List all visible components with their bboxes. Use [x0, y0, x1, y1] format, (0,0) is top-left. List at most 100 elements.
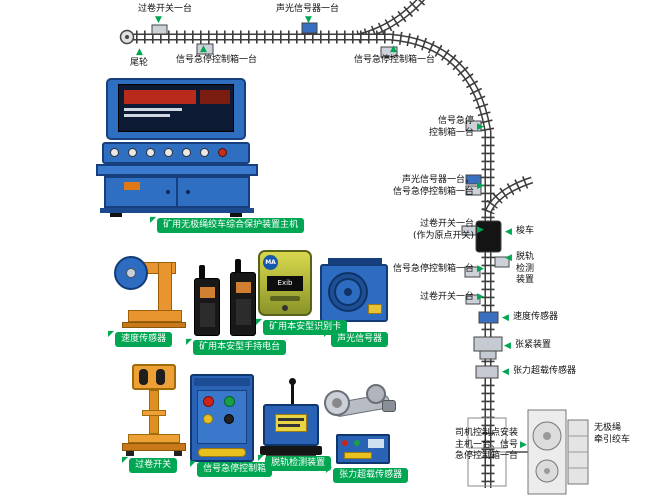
- overwind-bolt: [126, 451, 134, 456]
- badge-label: 矿用无极绳绞车综合保护装置主机: [157, 218, 305, 233]
- radio-body: [230, 259, 256, 336]
- signal-device-label-plate: [368, 304, 382, 314]
- tension-sensor-marker: [475, 365, 499, 379]
- derail-device-marker: [494, 256, 510, 268]
- badge-arrow-icon: ◤: [326, 465, 333, 474]
- arrow-right-icon: ▶: [477, 292, 484, 302]
- console-screen-line: [124, 108, 182, 111]
- console-button: [182, 148, 191, 157]
- derail-label-text-line: [278, 424, 300, 427]
- tension-device-marker-b: [479, 350, 497, 360]
- badge-label: 过卷开关: [129, 458, 178, 473]
- console-door-handle: [166, 190, 170, 194]
- derail-label-plate: [275, 414, 307, 432]
- product-speed-sensor: [112, 250, 190, 330]
- estop-box-marker-right-2: [465, 185, 482, 196]
- label-top-estop-left: 信号急停控制箱一台: [176, 55, 258, 65]
- label-origin-overwind: 过卷开关一台(作为原点开关): [412, 219, 474, 241]
- estop-box-marker-right-3: [464, 266, 481, 278]
- label-winch: 无极绳牵引绞车: [594, 423, 631, 445]
- id-card-slot: [270, 296, 300, 301]
- label-tension-overload: 张力超载传感器: [513, 366, 577, 376]
- badge-label: 声光信号器: [331, 332, 389, 347]
- label-right-signal-estop: 声光信号器一台，信号急停控制箱一台: [392, 175, 474, 197]
- derail-base: [260, 446, 322, 455]
- arrow-up-icon: ▲: [136, 47, 143, 57]
- speed-sensor-arm: [158, 262, 172, 312]
- railway-track: [128, 0, 535, 488]
- label-derail: 脱轨检测装置: [516, 252, 535, 286]
- overwind-slot: [156, 369, 165, 385]
- badge-overwind-switch: ◤ 过卷开关: [122, 456, 178, 473]
- tension-green-light: [354, 440, 360, 446]
- tension-roller-large: [324, 390, 350, 416]
- label-tail-wheel: 尾轮: [130, 58, 149, 68]
- badge-arrow-icon: ◤: [256, 317, 263, 326]
- estop-green-button: [224, 396, 235, 407]
- badge-derail-device: ◤ 脱轨检测装置: [258, 454, 332, 471]
- console-desk: [96, 164, 258, 176]
- product-estop-box: [190, 374, 258, 466]
- arrow-right-icon: ▶: [477, 225, 484, 235]
- overwind-switch-marker-top: [151, 24, 168, 35]
- overwind-flange: [142, 410, 166, 416]
- arrow-down-icon: ▼: [305, 15, 312, 25]
- signal-device-bracket: [328, 258, 382, 266]
- id-card-screen: Exib: [267, 276, 303, 291]
- console-button: [164, 148, 173, 157]
- label-top-overwind: 过卷开关一台: [138, 4, 193, 14]
- tension-label-plate: [344, 452, 372, 459]
- badge-label: 矿用本安型手持电台: [193, 340, 287, 355]
- speed-sensor-base: [128, 310, 182, 322]
- console-button-panel: [102, 142, 250, 164]
- console-base: [100, 208, 254, 213]
- product-console: [96, 78, 262, 220]
- radio-body: [194, 265, 220, 336]
- label-right-estop: 信号急停控制箱一台: [428, 116, 474, 138]
- label-top-signal: 声光信号器一台: [276, 4, 340, 14]
- tension-roller-small: [366, 384, 386, 404]
- arrow-right-icon: ▶: [477, 181, 484, 191]
- badge-speed-sensor: ◤ 速度传感器: [108, 329, 173, 347]
- product-derail-device: [260, 378, 326, 466]
- label-right-speed: 速度传感器: [513, 312, 559, 322]
- console-foot: [230, 213, 242, 217]
- estop-box-marker-top-right: [380, 46, 398, 58]
- arrow-up-icon: ▲: [200, 44, 207, 54]
- arrow-right-icon: ▶: [520, 440, 527, 450]
- speed-sensor-marker: [478, 311, 499, 324]
- badge-label: 矿用本安型识别卡: [263, 320, 348, 335]
- badge-radio: ◤ 矿用本安型手持电台: [186, 337, 287, 355]
- badge-id-card: ◤ 矿用本安型识别卡: [256, 317, 348, 335]
- id-card-hole: [282, 305, 288, 311]
- badge-label: 脱轨检测装置: [265, 456, 332, 471]
- label-shuttle: 梭车: [516, 226, 535, 236]
- antenna-rod: [291, 384, 294, 404]
- radio-screen: [236, 282, 251, 293]
- label-right-overwind-2: 过卷开关一台: [420, 292, 475, 302]
- console-warning-label: [124, 182, 140, 190]
- console-screen-graph: [124, 90, 196, 104]
- console-button: [110, 148, 119, 157]
- tension-device-marker-a: [473, 336, 503, 352]
- badge-tension-sensor: ◤ 张力超载传感器: [326, 465, 409, 483]
- product-overwind-switch: [116, 364, 192, 460]
- antenna-tip: [289, 378, 296, 385]
- derail-body: [263, 404, 319, 446]
- console-screen-panel: [200, 90, 230, 104]
- console-emergency-button: [218, 148, 227, 157]
- overwind-slot: [139, 369, 148, 385]
- arrow-right-icon: ▶: [477, 264, 484, 274]
- estop-box-top-strip: [194, 378, 250, 386]
- overwind-base: [128, 434, 180, 443]
- arrow-right-icon: ▶: [477, 122, 484, 132]
- estop-box-marker-right-1: [465, 120, 482, 132]
- arrow-left-icon: ◀: [502, 313, 509, 323]
- badge-arrow-icon: ◤: [186, 337, 193, 346]
- estop-yellow-button: [203, 414, 213, 424]
- badge-signal-device: ◤ 声光信号器: [324, 330, 389, 347]
- track-devices: [151, 22, 510, 379]
- badge-arrow-icon: ◤: [108, 329, 115, 338]
